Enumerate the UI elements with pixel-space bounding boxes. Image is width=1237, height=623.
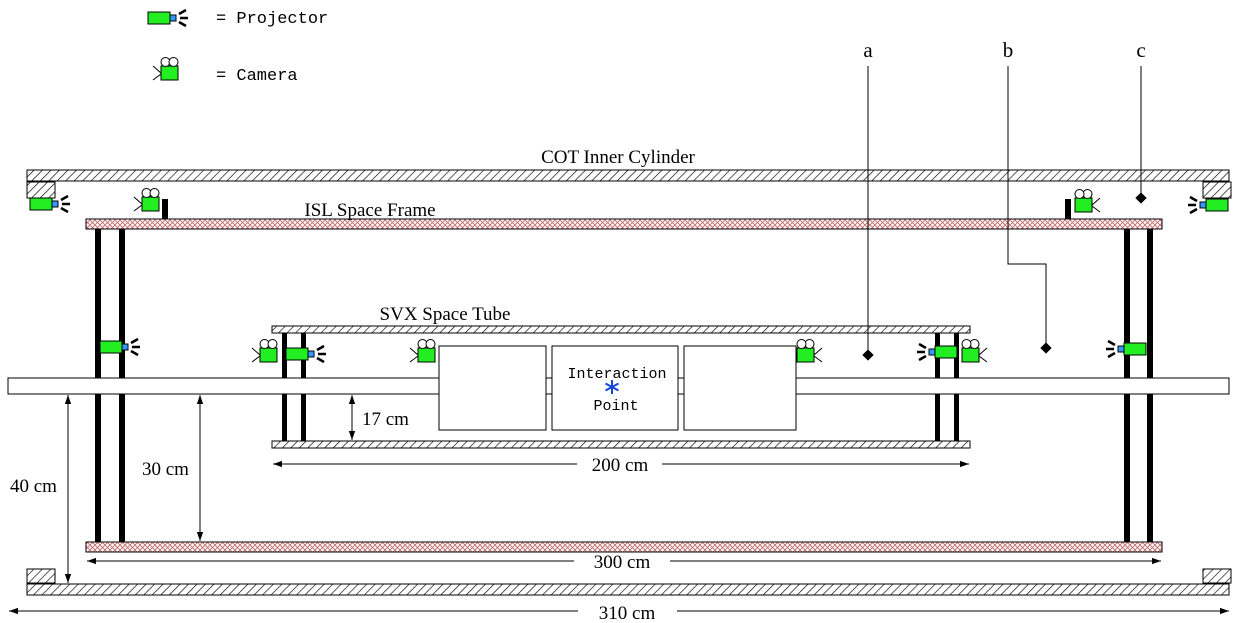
camera-icon (251, 339, 278, 363)
isl-bottom-wall (85, 541, 1163, 553)
barrel (683, 345, 797, 431)
projector-icon (28, 194, 72, 214)
camera-icon (133, 188, 160, 212)
legend-camera-label: = Camera (216, 67, 298, 86)
projector-icon (98, 337, 142, 357)
projector-icon (1104, 339, 1148, 359)
barrel (438, 345, 547, 431)
cot-mount-left-bottom (26, 568, 56, 584)
camera-mount (1065, 199, 1071, 219)
dim-40-label: 40 cm (10, 476, 57, 497)
dim-17-label: 17 cm (362, 409, 409, 430)
interaction-label-line2: Point (593, 398, 638, 415)
point-b-leader (1007, 66, 1047, 348)
cot-mount-left-top (26, 181, 56, 199)
cot-top-wall (26, 169, 1230, 182)
interaction-point-marker (605, 380, 619, 394)
dim-30-label: 30 cm (142, 459, 189, 480)
camera-icon (1074, 189, 1101, 213)
projector-icon (1186, 195, 1230, 215)
camera-icon (409, 339, 436, 363)
cot-bottom-wall (26, 583, 1230, 596)
camera-icon (961, 339, 988, 363)
detector-barrels: Interaction Point (438, 345, 797, 431)
svx-top-wall (271, 325, 971, 334)
dim-310-label: 310 cm (599, 603, 656, 623)
point-b-marker (1040, 342, 1052, 354)
point-c-marker (1135, 192, 1147, 204)
cot-mount-right-top (1202, 181, 1232, 199)
point-a-marker (862, 349, 874, 361)
interaction-label-line1: Interaction (567, 366, 666, 383)
point-a-label: a (863, 38, 873, 62)
legend: = Projector = Camera (146, 8, 328, 86)
cot-inner-cylinder: COT Inner Cylinder (26, 147, 1232, 596)
cot-mount-right-bottom (1202, 568, 1232, 584)
projector-icon (284, 344, 328, 364)
point-c-label: c (1136, 38, 1145, 62)
projector-icon (915, 342, 959, 362)
isl-top-wall (85, 218, 1163, 230)
dim-200-label: 200 cm (592, 455, 649, 476)
dimensions: 17 cm 30 cm 40 cm 200 cm 300 cm 310 cm (9, 395, 1229, 623)
isl-label: ISL Space Frame (304, 200, 435, 221)
barrel (551, 345, 679, 431)
reference-points: a b c (862, 38, 1147, 361)
camera-icon (152, 57, 179, 81)
cot-label: COT Inner Cylinder (541, 147, 695, 168)
dim-300-label: 300 cm (594, 552, 651, 573)
camera-mount (162, 199, 168, 219)
legend-projector-label: = Projector (216, 10, 328, 29)
svx-bottom-wall (271, 440, 971, 449)
projector-icon (146, 8, 190, 28)
camera-icon (796, 339, 823, 363)
point-b-label: b (1003, 38, 1014, 62)
svx-label: SVX Space Tube (380, 304, 511, 325)
cameras (133, 188, 1101, 363)
